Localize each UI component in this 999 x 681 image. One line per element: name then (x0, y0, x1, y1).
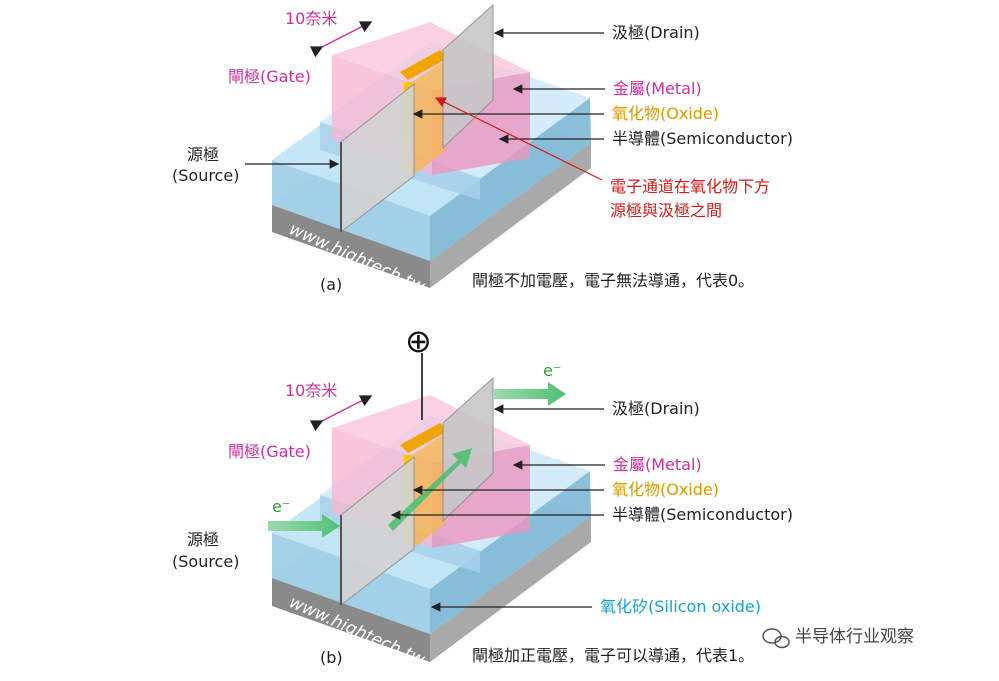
wechat-icon (762, 628, 790, 649)
width-label-b: 10奈米 (285, 381, 337, 400)
caption-a: 閘極不加電壓，電子無法導通，代表0。 (472, 271, 754, 290)
panel-label-b: (b) (320, 648, 343, 667)
channel-note-a-2: 源極與汲極之間 (610, 201, 722, 220)
width-arrow-b (309, 395, 373, 432)
electron-in-label: e⁻ (272, 497, 290, 516)
panel-a: 10奈米 閘極(Gate) 源極 (Source) 汲極(Drain) 金屬(M… (172, 3, 793, 297)
source-label-a-2: (Source) (172, 166, 239, 185)
metal-label-b: 金屬(Metal) (613, 455, 702, 474)
wechat-source: 半导体行业观察 (762, 627, 914, 649)
panel-b: ⊕ e⁻ e⁻ 10奈米 閘極(Gate) 源極 (Source) 汲極(Dra… (172, 322, 793, 670)
semiconductor-label-a: 半導體(Semiconductor) (612, 129, 793, 148)
oxide-label-b: 氧化物(Oxide) (612, 480, 719, 499)
gate-label-a: 閘極(Gate) (228, 67, 311, 86)
positive-terminal-icon: ⊕ (405, 322, 432, 360)
drain-plate-a (442, 3, 494, 150)
drain-label-a: 汲極(Drain) (612, 23, 700, 42)
oxide-label-a: 氧化物(Oxide) (612, 104, 719, 123)
source-label-b-1: 源極 (187, 530, 219, 549)
metal-label-a: 金屬(Metal) (613, 79, 702, 98)
source-label-b-2: (Source) (172, 552, 239, 571)
width-arrow-a (309, 21, 373, 58)
source-label-a-1: 源極 (187, 145, 219, 164)
channel-note-a-1: 電子通道在氧化物下方 (610, 177, 770, 196)
electron-arrow-out (493, 382, 566, 406)
semiconductor-label-b: 半導體(Semiconductor) (612, 505, 793, 524)
drain-label-b: 汲極(Drain) (612, 399, 700, 418)
electron-arrow-in (268, 514, 340, 538)
wechat-source-label: 半导体行业观察 (795, 627, 914, 647)
silicon-oxide-label-b: 氧化矽(Silicon oxide) (600, 597, 761, 616)
caption-b: 閘極加正電壓，電子可以導通，代表1。 (472, 646, 754, 665)
electron-out-label: e⁻ (543, 361, 561, 380)
panel-label-a: (a) (320, 275, 342, 294)
width-label-a: 10奈米 (285, 9, 337, 28)
gate-label-b: 閘極(Gate) (228, 442, 311, 461)
